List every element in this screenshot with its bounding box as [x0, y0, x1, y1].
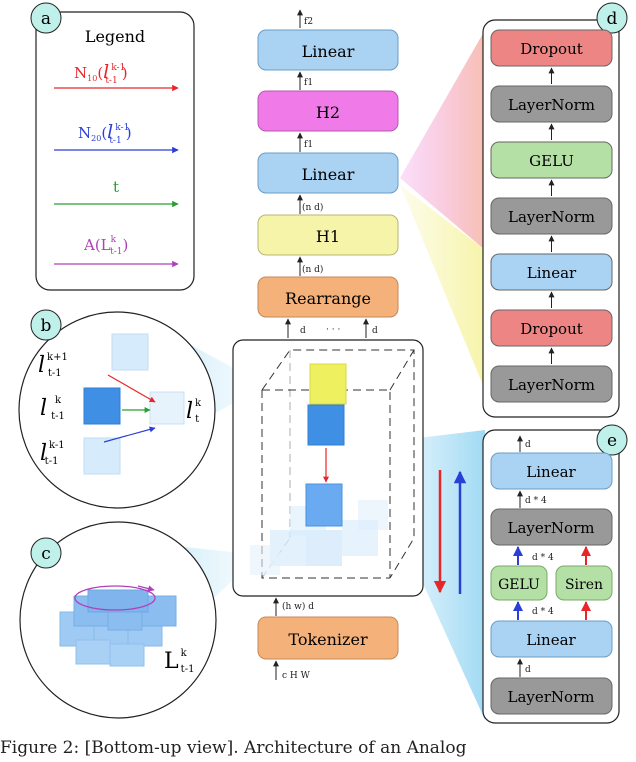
volume-cubes	[250, 363, 388, 575]
dim-d-right: d	[372, 326, 378, 336]
linear-top-block	[257, 29, 399, 71]
legend-panel	[35, 11, 195, 291]
h2-block	[257, 90, 399, 132]
panel-d-block-label-5: Dropout	[520, 320, 583, 338]
legend-title: Legend	[85, 27, 145, 46]
panel-e-label: e	[607, 431, 617, 451]
dim-e-d4-a: d * 4	[525, 496, 547, 506]
h1-label: H1	[316, 227, 340, 246]
dim-dots: · · ·	[326, 325, 340, 335]
panel-d-block-4	[490, 253, 613, 291]
siren-block	[555, 565, 613, 601]
panel-d-connection-lower	[400, 185, 485, 390]
tokenizer-block	[257, 616, 399, 660]
cube-current	[83, 387, 121, 425]
cube-right	[149, 391, 185, 425]
e-layernorm-bottom-label: LayerNorm	[508, 688, 595, 706]
e-layernorm-bottom-block	[490, 677, 613, 715]
dim-f2: f2	[304, 17, 313, 27]
dim-f1-a: f1	[304, 78, 313, 88]
panel-d-block-label-2: GELU	[529, 152, 574, 170]
dim-e-d-out: d	[525, 440, 531, 450]
panel-d-block-2	[490, 141, 613, 179]
panel-b-arrow-blue	[103, 426, 156, 443]
e-layernorm-top-label: LayerNorm	[508, 519, 595, 537]
dim-e-d-in: d	[525, 665, 531, 675]
h2-label: H2	[316, 103, 340, 122]
panel-b-arrow-red	[107, 374, 156, 403]
panel-d-connection	[400, 30, 485, 250]
dim-f1-b: f1	[304, 140, 313, 150]
legend-item-3: t	[113, 178, 119, 196]
dim-d-left: d	[300, 326, 306, 336]
linear-top-label: Linear	[302, 42, 355, 61]
panel-b-label: b	[41, 316, 52, 336]
tokenizer-label: Tokenizer	[288, 630, 368, 649]
panel-d-label: d	[607, 9, 618, 29]
panel-c-label: c	[41, 544, 51, 564]
panel-d-block-label-1: LayerNorm	[508, 96, 595, 114]
panel-d-block-label-0: Dropout	[520, 40, 583, 58]
panel-d-block-6	[490, 365, 613, 403]
panel-d-block-label-6: LayerNorm	[508, 376, 595, 394]
linear-mid-block	[257, 152, 399, 194]
cube-top	[111, 333, 149, 371]
panel-d-block-0	[490, 29, 613, 67]
linear-mid-label: Linear	[302, 165, 355, 184]
dim-nd-b: (n d)	[302, 264, 323, 275]
e-linear-top-label: Linear	[526, 463, 576, 481]
figure-caption: Figure 2: [Bottom-up view]. Architecture…	[0, 738, 467, 758]
panel-d-block-3	[490, 197, 613, 235]
e-layernorm-top-block	[490, 508, 613, 546]
panel-d-block-1	[490, 85, 613, 123]
panel-c-cube-grid	[59, 589, 177, 667]
dim-chw: c H W	[282, 671, 311, 681]
panel-c-rotation	[74, 585, 156, 611]
panel-a-badge	[30, 2, 62, 34]
panel-a-label: a	[41, 9, 51, 29]
e-linear-bottom-block	[490, 620, 613, 658]
e-linear-top-block	[490, 452, 613, 490]
dim-e-d4-c: d * 4	[532, 607, 554, 617]
panel-e-badge	[596, 424, 628, 456]
rearrange-block	[257, 276, 399, 318]
panel-d-block-5	[490, 309, 613, 347]
dim-hwd: (h w) d	[282, 601, 314, 612]
rearrange-label: Rearrange	[285, 289, 371, 308]
panel-c-rotation-arrow	[137, 585, 155, 592]
dim-e-d4-b: d * 4	[532, 553, 554, 563]
cube-bottom	[83, 437, 121, 475]
panel-b-badge	[30, 309, 62, 341]
center-stack: f2 Linear f1 H2 f1 Linear (n d) H1 (n d)…	[232, 9, 424, 681]
panel-d-block-label-4: Linear	[527, 264, 577, 282]
gelu-label: GELU	[498, 577, 540, 593]
dim-nd-a: (n d)	[302, 202, 323, 213]
panel-c-badge	[30, 537, 62, 569]
panel-d-block-label-3: LayerNorm	[508, 208, 595, 226]
panel-d-blocks: DropoutLayerNormGELULayerNormLinearDropo…	[490, 29, 613, 403]
h1-block	[257, 214, 399, 256]
gelu-block	[490, 565, 548, 601]
siren-label: Siren	[565, 577, 603, 593]
panel-d-badge	[596, 2, 628, 34]
e-linear-bottom-label: Linear	[526, 631, 576, 649]
